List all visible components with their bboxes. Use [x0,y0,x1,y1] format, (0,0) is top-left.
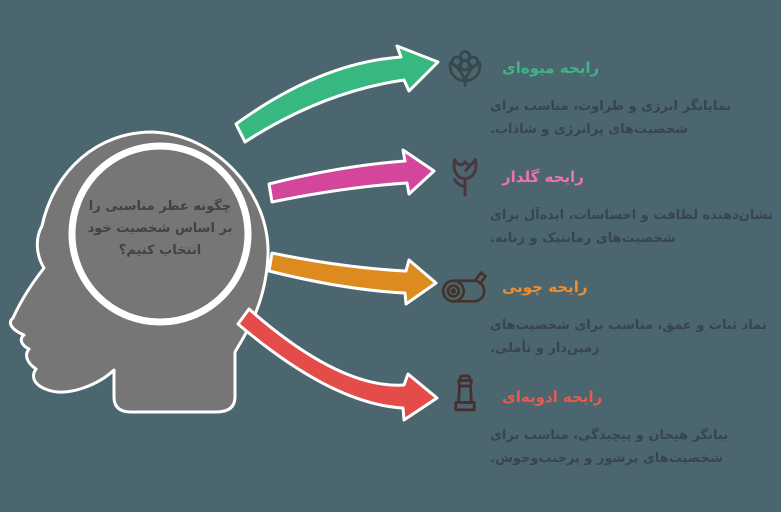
fruit-icon [440,44,490,92]
head-question-text: چگونه عطر مناسبی را بر اساس شخصیت خود ان… [87,199,233,259]
scent-item-woody: رایحه چوبی نماد ثبات و عمق، مناسب برای ش… [440,263,776,361]
arrow-fruity [234,44,440,144]
spice-icon [440,373,490,421]
scent-title-floral: رایحه گلدار [502,168,584,186]
brain-circle [68,142,252,326]
scent-title-woody: رایحه چوبی [502,278,588,296]
scent-item-spicy: رایحه ادویه‌ای بیانگر هیجان و پیچیدگی، م… [440,373,776,471]
scent-description-woody: نماد ثبات و عمق، مناسب برای شخصیت‌های زم… [490,318,767,356]
scent-title-spicy: رایحه ادویه‌ای [502,388,603,406]
scent-item-header: رایحه چوبی [440,263,776,311]
arrow-woody [267,251,438,306]
scent-description-fruity: نمایانگر انرژی و طراوت، مناسب برای شخصیت… [490,99,732,137]
scent-description-spicy: بیانگر هیجان و پیچیدگی، مناسب برای شخصیت… [490,428,729,466]
flower-icon [440,153,490,201]
scent-description-floral: نشان‌دهنده لطافت و احساسات، ایده‌آل برای… [490,208,773,246]
scent-item-header: رایحه میوه‌ای [440,44,776,92]
arrow-floral [267,148,436,204]
wood-icon [440,263,490,311]
scent-item-header: رایحه گلدار [440,153,776,201]
scent-item-floral: رایحه گلدار نشان‌دهنده لطافت و احساسات، … [440,153,776,251]
scent-item-header: رایحه ادویه‌ای [440,373,776,421]
scent-item-fruity: رایحه میوه‌ای نمایانگر انرژی و طراوت، من… [440,44,776,142]
arrow-spicy [236,307,439,422]
scent-title-fruity: رایحه میوه‌ای [502,59,600,77]
